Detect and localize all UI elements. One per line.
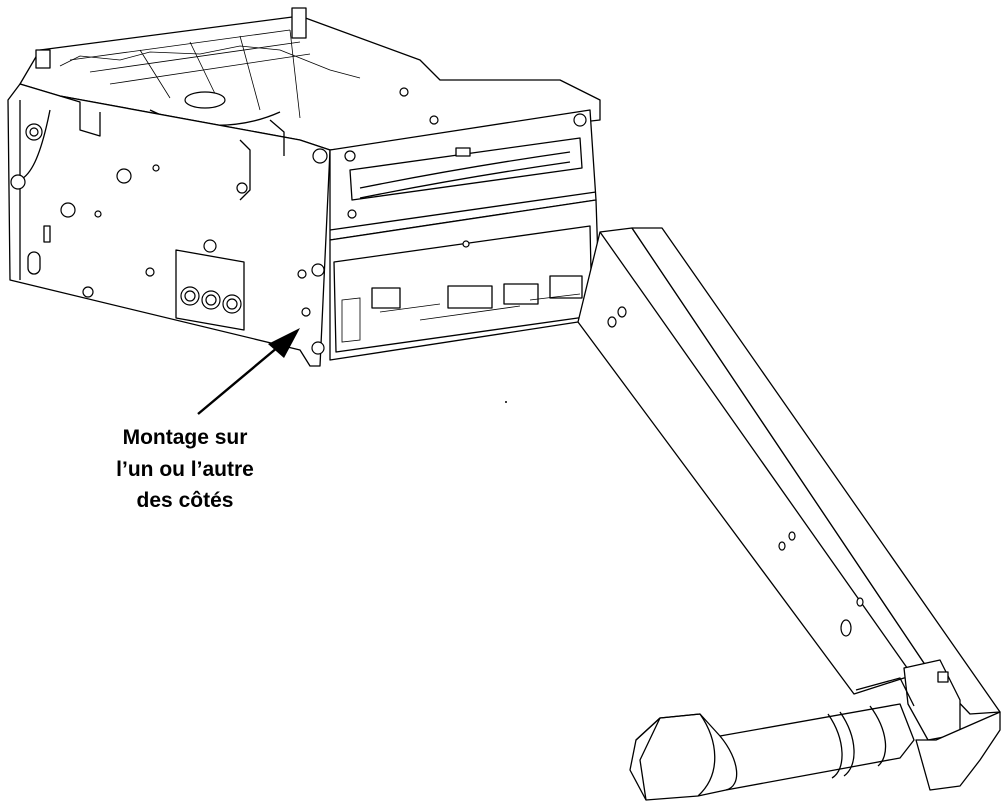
mounting-bracket <box>577 227 1001 791</box>
top-frame <box>19 7 601 151</box>
callout-line-1: Montage sur <box>122 426 248 449</box>
paper-roll-spindle <box>629 677 915 801</box>
printer-mechanism <box>7 7 601 367</box>
left-side-plate <box>7 83 331 367</box>
stray-dot <box>505 401 507 403</box>
callout-line-3: des côtés <box>136 489 234 512</box>
mounting-callout-label: Montage sur l’un ou l’autre des côtés <box>60 422 310 517</box>
front-face <box>312 87 601 361</box>
callout-line-2: l’un ou l’autre <box>116 457 254 481</box>
callout-arrow <box>197 328 300 415</box>
arrowhead <box>268 328 300 358</box>
